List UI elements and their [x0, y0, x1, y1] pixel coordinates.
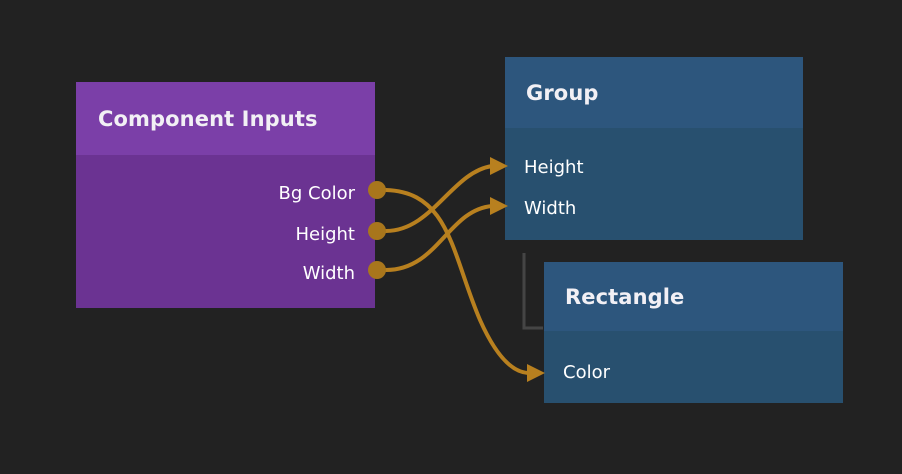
port-out-height-label: Height — [295, 224, 355, 245]
wire-height-to-height — [384, 164, 494, 233]
node-component-inputs-title: Component Inputs — [98, 106, 318, 131]
port-in-group-width-label: Width — [524, 198, 577, 219]
port-in-group-width[interactable]: Width — [524, 200, 576, 218]
port-in-rectangle-color[interactable]: Color — [563, 364, 610, 382]
node-group-body: Height Width — [505, 128, 803, 240]
port-out-width-label: Width — [302, 263, 355, 284]
arrow-head-rectangle-color — [527, 364, 545, 382]
node-rectangle-body: Color — [544, 331, 843, 403]
node-rectangle-title: Rectangle — [565, 284, 685, 309]
node-group-header[interactable]: Group — [505, 57, 803, 128]
port-out-bg-color[interactable]: Bg Color — [279, 185, 356, 203]
wire-width-to-width — [384, 204, 494, 272]
node-component-inputs-header[interactable]: Component Inputs — [76, 82, 375, 155]
node-group[interactable]: Group Height Width — [505, 57, 803, 240]
port-out-height[interactable]: Height — [295, 226, 355, 244]
port-in-rectangle-color-label: Color — [563, 362, 610, 383]
port-out-width[interactable]: Width — [303, 265, 355, 283]
node-rectangle[interactable]: Rectangle Color — [544, 262, 843, 403]
node-component-inputs-body: Bg Color Height Width — [76, 155, 375, 308]
port-in-group-height-label: Height — [524, 157, 584, 178]
port-in-group-height[interactable]: Height — [524, 159, 584, 177]
port-out-bg-color-label: Bg Color — [278, 183, 356, 204]
node-group-title: Group — [526, 80, 599, 105]
group-to-rectangle-bracket-icon — [522, 253, 543, 330]
node-rectangle-header[interactable]: Rectangle — [544, 262, 843, 331]
node-component-inputs[interactable]: Component Inputs Bg Color Height Width — [76, 82, 375, 308]
